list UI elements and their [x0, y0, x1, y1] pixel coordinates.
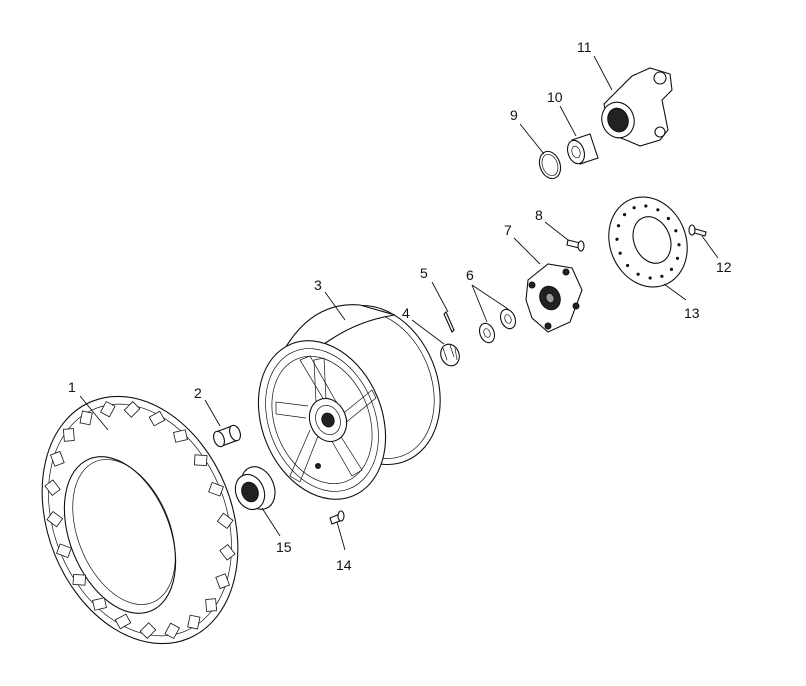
callout-12: 12: [716, 259, 732, 275]
tread-block: [164, 622, 180, 640]
disc-hole: [669, 267, 674, 271]
leader-lines: [79, 55, 719, 551]
disc-hole: [636, 272, 640, 276]
tread-block: [79, 410, 93, 426]
tread-block: [139, 622, 157, 639]
valve-stem: [213, 424, 241, 448]
tread-block: [46, 511, 64, 528]
snap-ring: [538, 150, 562, 180]
callout-5: 5: [420, 265, 428, 281]
steering-knuckle: [601, 67, 673, 147]
tread-block: [215, 573, 230, 590]
tread-block: [114, 613, 132, 630]
screw: [329, 510, 345, 525]
disc-hole: [615, 237, 619, 241]
callout-7: 7: [504, 222, 512, 238]
disc-hole: [644, 204, 648, 208]
disc-hole: [618, 251, 622, 255]
disc-hole: [677, 243, 681, 247]
tread-block: [148, 410, 166, 427]
disc-hole: [666, 216, 670, 221]
cotter-pin: [443, 311, 455, 333]
tread-block: [63, 428, 75, 442]
tread-block: [92, 597, 107, 611]
tread-block: [208, 482, 224, 497]
tread-block: [205, 598, 218, 612]
tread-block: [72, 573, 87, 586]
tread-block: [123, 401, 141, 418]
bolt: [566, 239, 585, 252]
tread-block: [50, 450, 65, 467]
callout-6: 6: [466, 267, 474, 283]
disc-hole: [648, 276, 652, 280]
disc-hole: [626, 263, 630, 268]
tire: [41, 395, 239, 645]
callout-11: 11: [577, 39, 592, 55]
washers: [478, 308, 517, 344]
callout-14: 14: [336, 557, 352, 573]
disc-hole: [632, 206, 636, 210]
tread-block: [100, 400, 116, 418]
callout-3: 3: [314, 277, 322, 293]
tread-block: [219, 543, 236, 561]
wheel: [257, 304, 441, 500]
tread-block: [187, 614, 201, 630]
disc-hole: [660, 274, 664, 278]
tread-block: [216, 512, 234, 529]
brake-disc: [608, 196, 688, 288]
callout-8: 8: [535, 207, 543, 223]
tread-block: [44, 479, 61, 497]
disc-hole: [616, 224, 621, 228]
bearing: [566, 133, 599, 165]
brake-disc-bolt: [688, 224, 707, 237]
callout-10: 10: [547, 89, 563, 105]
tread-block: [173, 429, 188, 443]
wheel-bearing: [234, 466, 276, 511]
tread-block: [193, 454, 208, 467]
callout-1: 1: [68, 379, 76, 395]
castle-nut: [440, 343, 460, 367]
callout-4: 4: [402, 305, 410, 321]
hub: [525, 263, 583, 333]
callout-9: 9: [510, 107, 518, 123]
disc-hole: [674, 229, 678, 233]
callout-2: 2: [194, 385, 202, 401]
disc-hole: [622, 213, 627, 217]
disc-hole: [675, 256, 680, 260]
callout-15: 15: [276, 539, 292, 555]
callout-labels: 1 2 3 4 5 6 7 8 9 10 11 12 13 14 15: [68, 39, 732, 573]
tread-block: [56, 543, 72, 558]
callout-13: 13: [684, 305, 700, 321]
disc-hole: [656, 208, 660, 212]
